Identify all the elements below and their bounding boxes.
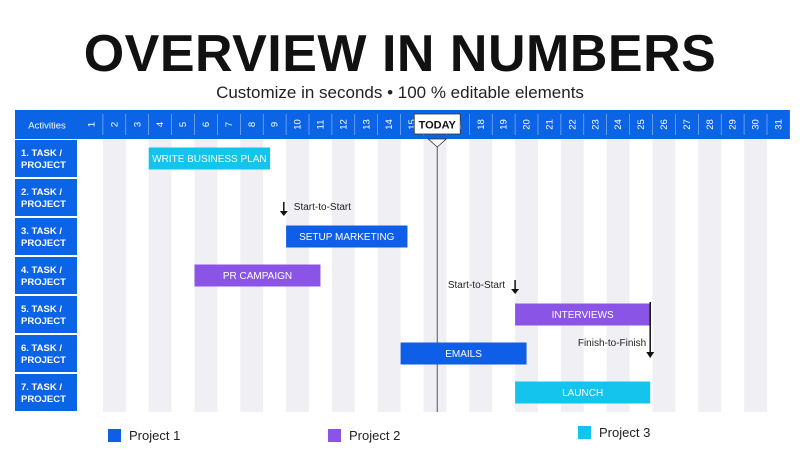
row-label: 7. TASK / — [21, 382, 62, 393]
day-label: 23 — [590, 119, 601, 130]
task-label: INTERVIEWS — [552, 310, 614, 321]
row-label: PROJECT — [21, 355, 66, 366]
row-label-box — [15, 179, 77, 216]
day-stripe — [744, 139, 767, 412]
row-label-box — [15, 140, 77, 177]
day-stripe — [515, 139, 538, 412]
day-label: 10 — [293, 119, 304, 130]
dependency-label: Start-to-Start — [294, 202, 351, 213]
task-bar — [194, 264, 321, 287]
row-label-box — [15, 218, 77, 255]
dependency-arrowhead — [511, 289, 520, 294]
legend-label-project-1: Project 1 — [129, 428, 181, 443]
day-stripe — [469, 139, 493, 412]
legend-label-project-3: Project 3 — [599, 425, 651, 440]
task-bar — [400, 342, 527, 365]
row-label: PROJECT — [21, 199, 66, 210]
legend-swatch-project-3 — [578, 426, 591, 439]
day-label: 7 — [224, 122, 235, 127]
row-label: 2. TASK / — [21, 187, 62, 198]
row-label: PROJECT — [21, 277, 66, 288]
day-label: 12 — [338, 119, 349, 130]
day-label: 2 — [109, 122, 120, 127]
task-bar — [515, 381, 651, 404]
today-label: TODAY — [419, 120, 457, 132]
timeline-header — [15, 110, 790, 139]
task-label: PR CAMPAIGN — [223, 271, 292, 282]
day-stripe — [331, 139, 355, 412]
day-label: 4 — [155, 122, 166, 127]
day-label: 1 — [86, 122, 97, 127]
legend-item-project-2: Project 2 — [328, 428, 400, 443]
day-label: 30 — [751, 119, 762, 130]
legend-item-project-3: Project 3 — [578, 425, 650, 440]
day-label: 14 — [384, 119, 395, 130]
day-label: 8 — [247, 122, 258, 127]
dependency-label: Finish-to-Finish — [578, 338, 646, 349]
task-bar — [515, 303, 651, 326]
task-label: EMAILS — [445, 349, 482, 360]
dependency-arrowhead — [279, 211, 288, 216]
row-label: PROJECT — [21, 238, 66, 249]
day-label: 5 — [178, 122, 189, 127]
task-label: SETUP MARKETING — [299, 232, 395, 243]
row-label: 3. TASK / — [21, 226, 62, 237]
day-stripe — [423, 139, 447, 412]
legend-label-project-2: Project 2 — [349, 428, 401, 443]
day-stripe — [560, 139, 584, 412]
day-label: 13 — [361, 119, 372, 130]
day-label: 19 — [499, 119, 510, 130]
day-label: 28 — [705, 119, 716, 130]
dependency-arrowhead — [646, 352, 655, 358]
legend-swatch-project-1 — [108, 429, 121, 442]
header-activities-label: Activities — [28, 121, 66, 132]
row-label-box — [15, 335, 77, 372]
day-stripe — [102, 139, 126, 412]
dependency-label: Start-to-Start — [448, 280, 505, 291]
day-stripe — [148, 139, 172, 412]
row-label: 1. TASK / — [21, 148, 62, 159]
today-badge — [413, 113, 461, 135]
day-stripe — [652, 139, 676, 412]
row-label: 6. TASK / — [21, 343, 62, 354]
today-pointer — [427, 138, 448, 148]
row-label-box — [15, 257, 77, 294]
day-label: 21 — [544, 119, 555, 130]
day-label: 20 — [522, 119, 533, 130]
day-stripe — [698, 139, 722, 412]
day-label: 31 — [773, 119, 784, 130]
legend-item-project-1: Project 1 — [108, 428, 180, 443]
day-label: 18 — [476, 119, 487, 130]
day-label: 3 — [132, 122, 143, 127]
day-label: 25 — [636, 119, 647, 130]
day-stripe — [377, 139, 401, 412]
day-label: 27 — [682, 119, 693, 130]
task-label: LAUNCH — [562, 388, 603, 399]
row-label-box — [15, 374, 77, 411]
day-label: 22 — [567, 119, 578, 130]
row-label: 4. TASK / — [21, 265, 62, 276]
day-label: 15 — [407, 119, 418, 130]
row-label-box — [15, 296, 77, 333]
row-label: 5. TASK / — [21, 304, 62, 315]
day-label: 29 — [728, 119, 739, 130]
task-label: WRITE BUSINESS PLAN — [152, 154, 266, 165]
day-stripe — [606, 139, 630, 412]
page-title: OVERVIEW IN NUMBERS — [83, 25, 717, 83]
row-label: PROJECT — [21, 160, 66, 171]
day-label: 24 — [613, 119, 624, 130]
day-label: 26 — [659, 119, 670, 130]
day-label: 9 — [270, 122, 281, 127]
row-label: PROJECT — [21, 316, 66, 327]
row-label: PROJECT — [21, 394, 66, 405]
legend-swatch-project-2 — [328, 429, 341, 442]
day-label: 6 — [201, 122, 212, 127]
task-bar — [286, 225, 408, 248]
page-subtitle: Customize in seconds • 100 % editable el… — [216, 83, 584, 102]
task-bar — [148, 147, 271, 170]
day-label: 11 — [315, 120, 326, 130]
